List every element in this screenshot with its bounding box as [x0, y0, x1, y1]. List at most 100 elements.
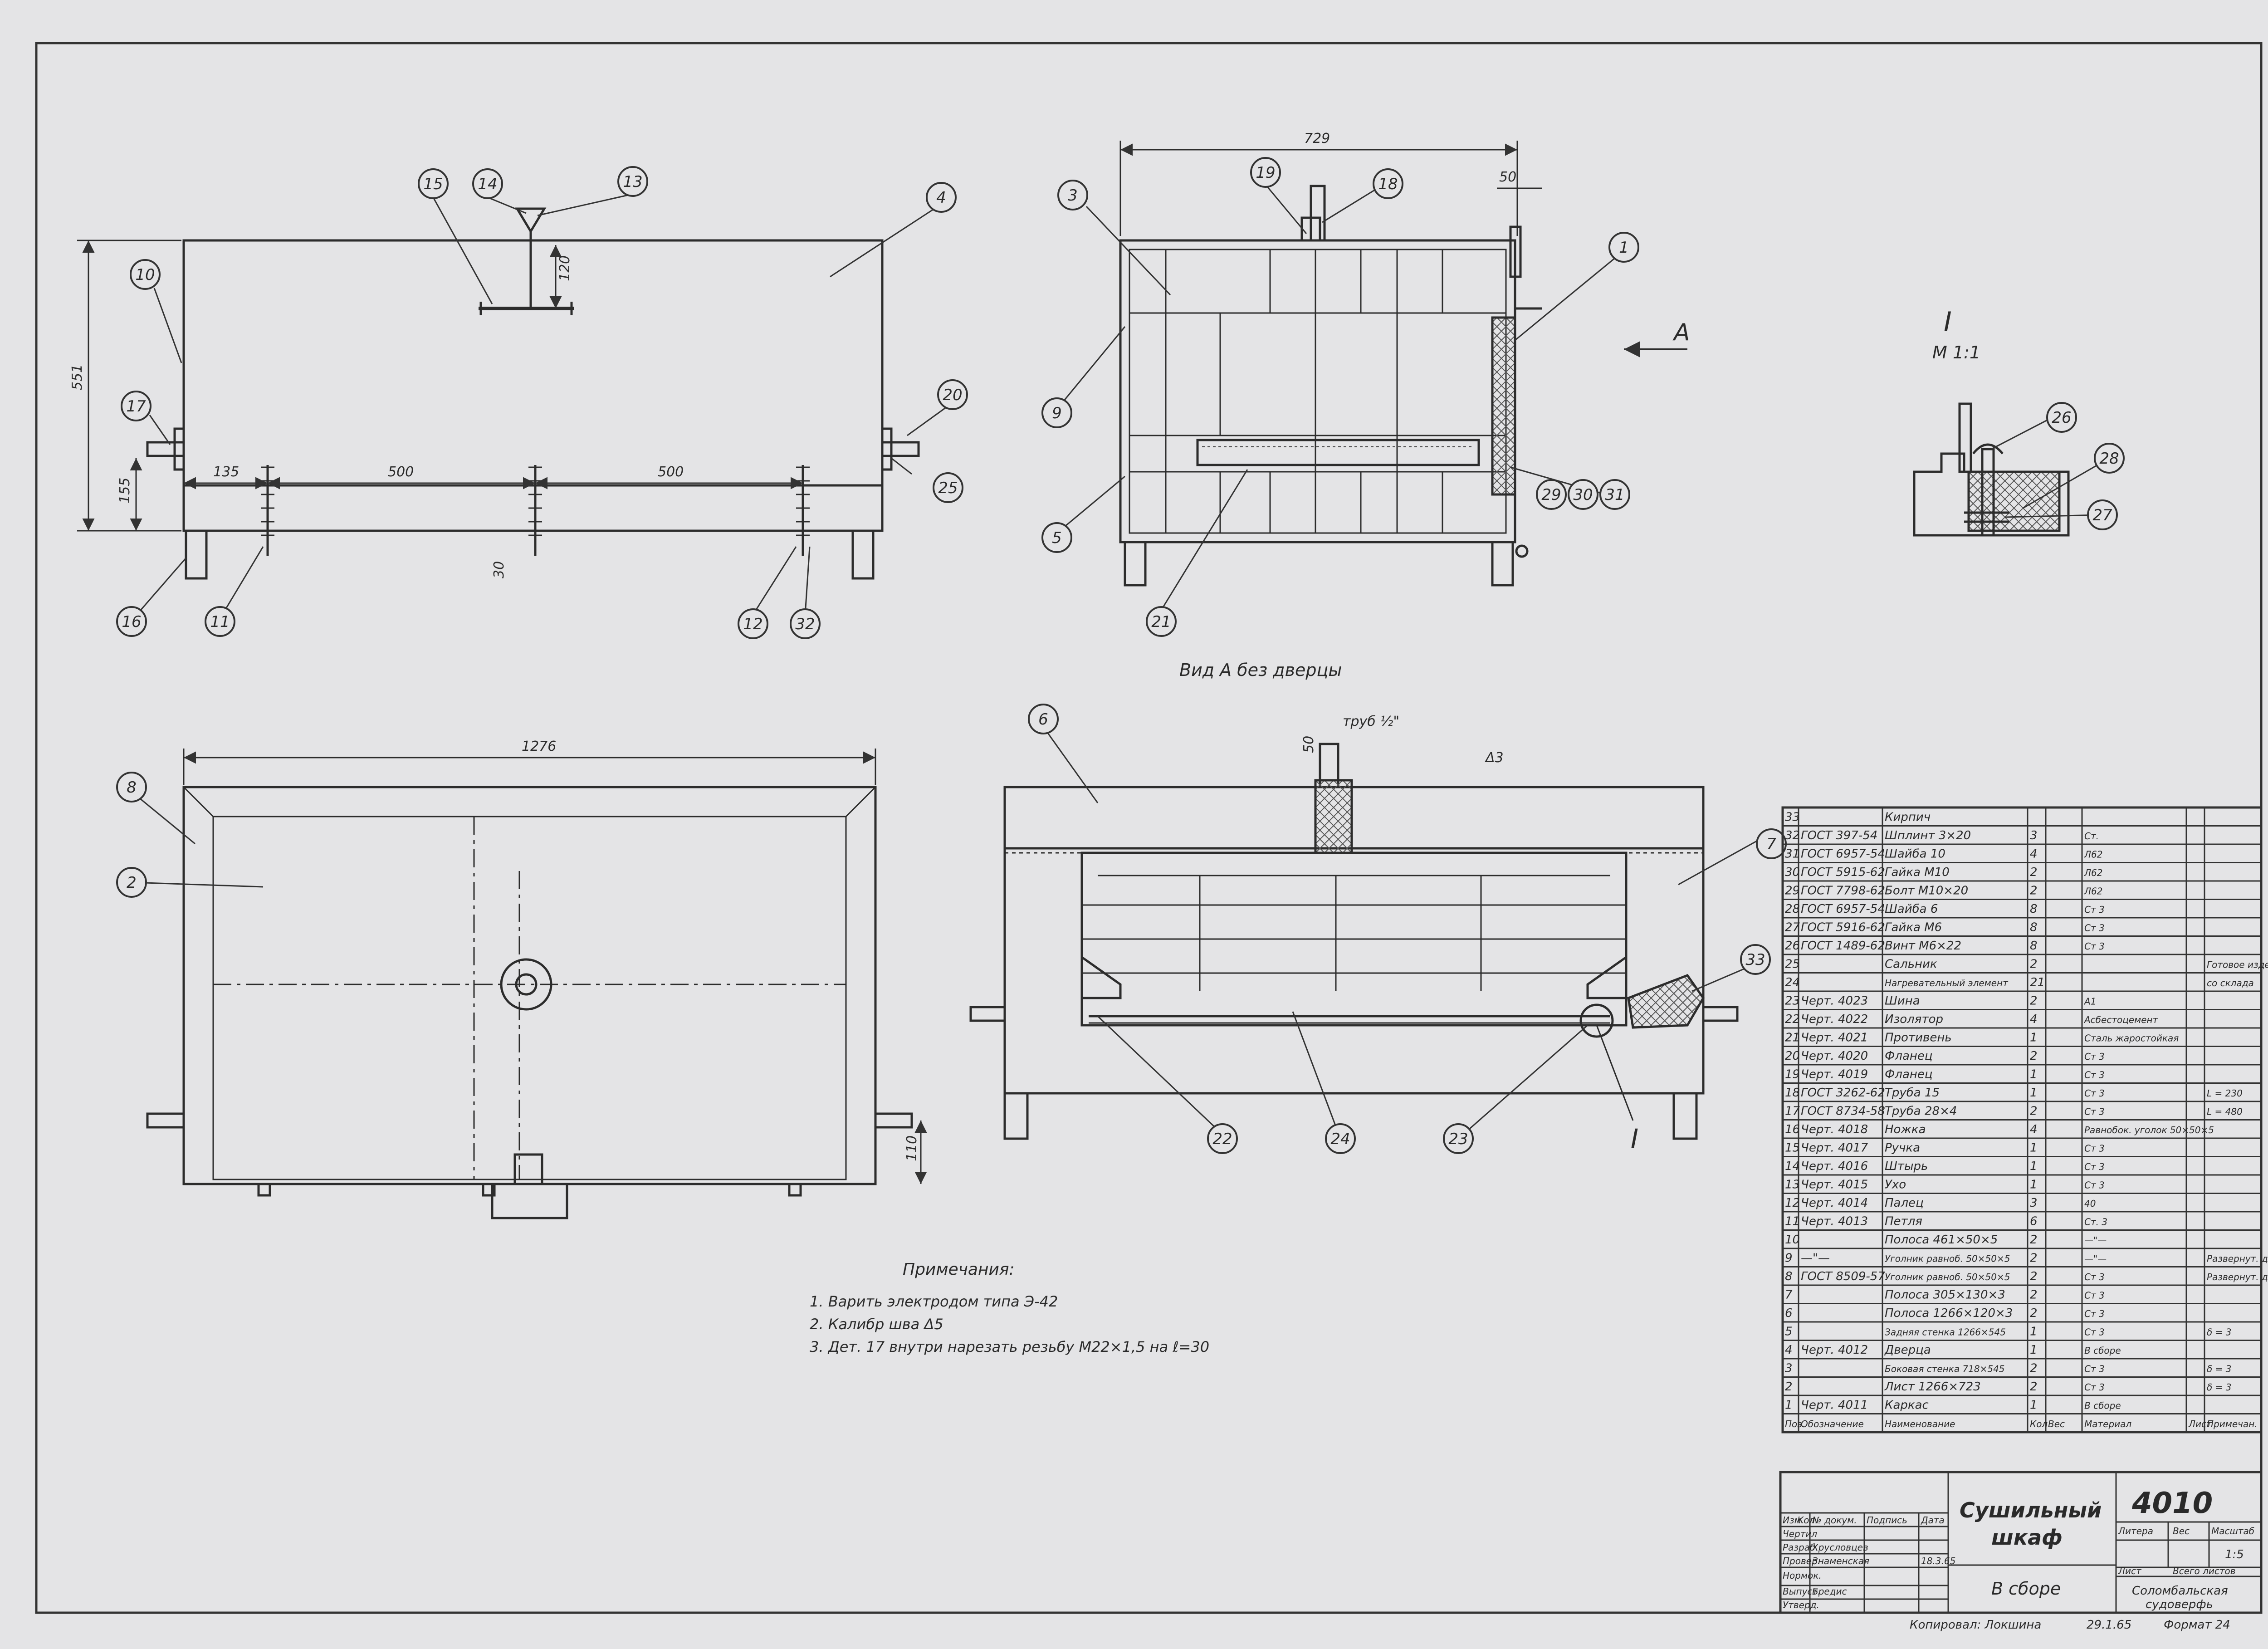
bom-header-sheet: Лист: [2188, 1419, 2212, 1429]
tb-role-4: Выпуст.: [1783, 1586, 1820, 1597]
bom-cell-material: Ст 3: [2084, 1308, 2105, 1319]
balloon-12: 12: [743, 615, 763, 633]
tb-header-doc: № докум.: [1812, 1515, 1857, 1526]
bom-cell-name: Палец: [1885, 1196, 1924, 1210]
balloon-23: 23: [1448, 1130, 1468, 1148]
bom-cell-pos: 23: [1785, 994, 1800, 1008]
tb-scale-label: Масштаб: [2211, 1526, 2254, 1536]
bom-cell-qty: 8: [2030, 939, 2038, 953]
balloon-8: 8: [127, 778, 137, 797]
balloon-18: 18: [1378, 175, 1398, 193]
bom-cell-pos: 21: [1785, 1031, 1800, 1045]
balloon-16: 16: [122, 613, 141, 631]
tb-header-izm: Изм.: [1783, 1515, 1804, 1526]
bom-cell-name: Уголник равноб. 50×50×5: [1885, 1272, 2010, 1282]
bom-cell-pos: 9: [1785, 1252, 1793, 1265]
tb-name-1: Хрусловцев: [1812, 1542, 1868, 1553]
bom-cell-name: Петля: [1885, 1215, 1922, 1228]
bom-header-designation: Обозначение: [1801, 1419, 1864, 1429]
dim-hinge-small: 30: [491, 561, 507, 578]
bom-cell-name: Гайка М6: [1885, 921, 1942, 935]
bom-cell-remark: δ = 3: [2207, 1327, 2231, 1338]
bom-cell-material: А1: [2083, 996, 2096, 1007]
dim-plan-side: 110: [904, 1135, 920, 1161]
balloon-32: 32: [795, 615, 815, 633]
bom-cell-qty: 1: [2030, 1343, 2038, 1357]
bom-cell-material: В сборе: [2084, 1345, 2121, 1356]
bom-cell-qty: 2: [2030, 1105, 2038, 1118]
bom-cell-qty: 2: [2030, 1362, 2038, 1375]
dim-bottom-pipe: 50: [1301, 736, 1317, 753]
bom-cell-qty: 1: [2030, 1160, 2038, 1173]
tb-name-4: Бредис: [1812, 1586, 1847, 1597]
tb-sheet-label: Лист: [2118, 1566, 2142, 1576]
bom-cell-name: Сальник: [1885, 958, 1937, 971]
bom-cell-material: —"—: [2084, 1235, 2107, 1246]
bom-cell-material: Ст 3: [2084, 1143, 2105, 1154]
bom-cell-material: Ст 3: [2084, 1272, 2105, 1282]
bom-cell-material: Ст.: [2084, 831, 2099, 842]
bom-cell-qty: 2: [2030, 1233, 2038, 1247]
bom-cell-name: Болт М10×20: [1885, 884, 1968, 898]
bom-cell-name: Труба 15: [1885, 1086, 1940, 1100]
bom-cell-qty: 1: [2030, 1031, 2038, 1045]
bom-cell-pos: 8: [1785, 1270, 1793, 1283]
bom-cell-material: Сталь жаростойкая: [2084, 1033, 2179, 1044]
view-a: [969, 743, 1739, 1140]
bom-table: [1781, 806, 2263, 1434]
balloon-20: 20: [943, 386, 962, 404]
bom-cell-designation: ГОСТ 5915-62: [1801, 866, 1885, 879]
bom-cell-pos: 14: [1785, 1160, 1800, 1173]
notes-heading: Примечания:: [903, 1260, 1015, 1279]
bom-cell-designation: Черт. 4014: [1801, 1196, 1868, 1210]
balloon-9: 9: [1052, 404, 1062, 422]
tb-role-5: Утверд.: [1783, 1600, 1819, 1610]
title-line-1: Сушильный: [1960, 1498, 2102, 1522]
bom-cell-qty: 2: [2030, 884, 2038, 898]
bom-cell-pos: 27: [1785, 921, 1800, 935]
bom-cell-name: Противень: [1885, 1031, 1952, 1045]
bom-cell-pos: 26: [1785, 939, 1800, 953]
balloon-22: 22: [1212, 1130, 1232, 1148]
balloon-6: 6: [1038, 710, 1048, 729]
view-captions: Вид А без дверцы I М 1:1 А I: [1179, 306, 1980, 1154]
bom-cell-material: Ст. 3: [2084, 1217, 2107, 1228]
bom-cell-material: Ст 3: [2084, 1382, 2105, 1393]
bom-cell-pos: 2: [1785, 1380, 1793, 1394]
bom-cell-material: Ст 3: [2084, 1070, 2105, 1081]
bom-cell-qty: 1: [2030, 1141, 2038, 1155]
bom-cell-material: Ст 3: [2084, 1088, 2105, 1099]
copy-date: 29.1.65: [2087, 1618, 2131, 1632]
section-mark-i: I: [1631, 1123, 1638, 1154]
bom-cell-remark: δ = 3: [2207, 1382, 2231, 1393]
bom-cell-material: В сборе: [2084, 1400, 2121, 1411]
bom-cell-designation: Черт. 4021: [1801, 1031, 1868, 1045]
bom-cell-name: Лист 1266×723: [1884, 1380, 1981, 1394]
bom-cell-designation: Черт. 4012: [1801, 1343, 1868, 1357]
bom-cell-qty: 4: [2030, 847, 2038, 861]
bom-cell-name: Штырь: [1885, 1160, 1928, 1173]
note-2: 2. Калибр шва Δ5: [810, 1316, 943, 1333]
bom-cell-designation: Черт. 4022: [1801, 1013, 1868, 1026]
dim-front-low: 155: [117, 478, 133, 504]
bom-cell-qty: 2: [2030, 866, 2038, 879]
section-label: I: [1944, 306, 1952, 338]
bom-cell-name: Нагревательный элемент: [1885, 978, 2009, 988]
plan-view: [146, 749, 927, 1219]
bom-cell-designation: ГОСТ 5916-62: [1801, 921, 1885, 935]
bom-cell-remark: L = 230: [2207, 1088, 2243, 1099]
title-block-text: Изм. Кол. № докум. Подпись Дата Чертил Р…: [1783, 1487, 2254, 1632]
bom-cell-name: Полоса 305×130×3: [1885, 1288, 2005, 1302]
bom-cell-name: Кирпич: [1885, 811, 1931, 824]
bom-cell-qty: 2: [2030, 1380, 2038, 1394]
bom-cell-pos: 12: [1785, 1196, 1800, 1210]
bom-cell-remark: Развернут. длина 3728: [2207, 1272, 2268, 1282]
bom-cell-pos: 5: [1785, 1325, 1793, 1339]
balloon-14: 14: [478, 175, 497, 193]
title-subtitle: В сборе: [1991, 1579, 2061, 1599]
bom-cell-designation: ГОСТ 1489-62: [1801, 939, 1885, 953]
dim-hinge-gap-1: 500: [388, 464, 414, 480]
bom-cell-name: Фланец: [1885, 1049, 1933, 1063]
bom-cell-name: Уголник равноб. 50×50×5: [1885, 1253, 2010, 1264]
bom-cell-pos: 18: [1785, 1086, 1800, 1100]
